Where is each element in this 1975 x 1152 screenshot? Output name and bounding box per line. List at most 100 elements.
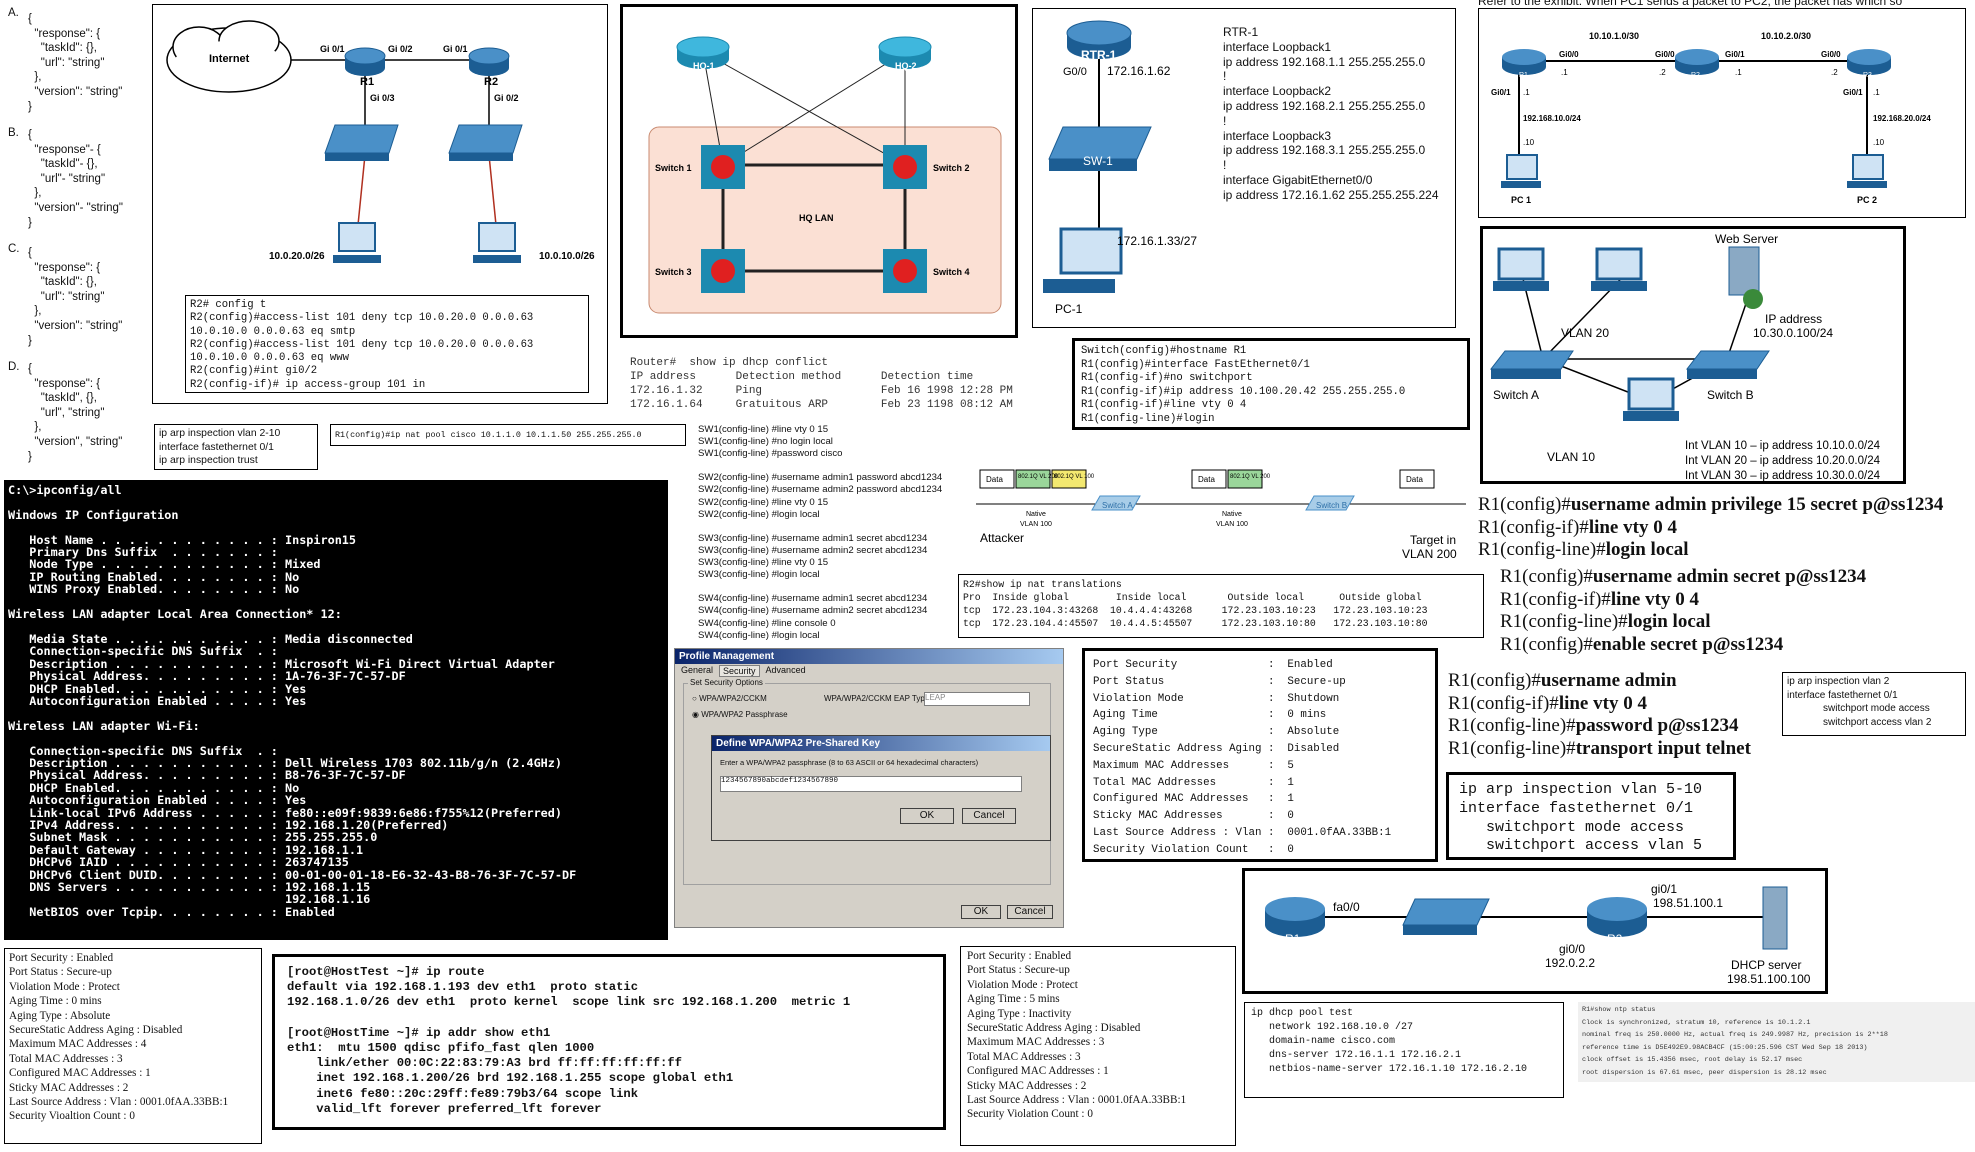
text-line: R1#show ntp status	[1582, 1006, 1656, 1014]
text-line: valid_lft forever preferred_lft forever	[287, 1101, 602, 1116]
svg-text:fa0/0: fa0/0	[1333, 900, 1360, 914]
acl-topology: Internet R1 R2 Gi 0/1 Gi 0/2 Gi 0/1 Gi 0…	[166, 20, 595, 263]
text-line: nominal freq is 250.0000 Hz, actual freq…	[1582, 1031, 1888, 1040]
text-line: },	[28, 305, 42, 318]
text-line: {	[28, 363, 32, 375]
text-line: Port Security : Enabled	[1093, 659, 1333, 671]
text-line	[698, 460, 942, 472]
svg-text:Data: Data	[1198, 475, 1215, 484]
text-line: ip dhcp pool test	[1251, 1008, 1354, 1019]
router-icon	[1265, 897, 1325, 937]
three-router-diagram: R1 R2 R3 10.10.1.0/30 10.10.2.0/30 Gi0/0…	[1491, 31, 1931, 205]
text-line: Total MAC Addresses : 3	[9, 1052, 123, 1065]
pc-icon	[1493, 247, 1549, 291]
text-line: R2(config)#access-list 101 deny tcp 10.0…	[190, 338, 534, 351]
profile-management-dialog: Profile Management General Security Adva…	[674, 648, 1064, 928]
hq-lan-diagram: HQ-1 HQ-2 Switch 1 Switch 2 Switch 3 Swi…	[648, 36, 1002, 314]
option-c-json: { "response": { "taskId": {}, "url": "st…	[28, 246, 122, 348]
radio-passphrase[interactable]: ◉ WPA/WPA2 Passphrase	[692, 710, 788, 719]
option-a-json: { "response": { "taskId": {}, "url": "st…	[28, 12, 122, 114]
lan2-label: 192.168.20.0/24	[1873, 114, 1931, 123]
text-line: interface Loopback2	[1223, 84, 1332, 99]
svg-text:gi0/0: gi0/0	[1559, 942, 1585, 956]
text-line	[698, 581, 942, 593]
svg-text:Data: Data	[986, 475, 1003, 484]
tab-general[interactable]: General	[681, 665, 714, 675]
text-line: "url": "string"	[28, 290, 105, 303]
cancel-button[interactable]: Cancel	[962, 808, 1016, 824]
text-line: "url", "string"	[28, 406, 105, 419]
text-line: Connection-specific DNS Suffix . :	[8, 743, 278, 758]
ok-button[interactable]: OK	[900, 808, 954, 824]
net1-label: 10.10.1.0/30	[1589, 31, 1639, 41]
router-icon	[1587, 897, 1647, 937]
text-line: DHCPv6 Client DUID. . . . . . . . : 00-0…	[8, 867, 577, 882]
r2-label: R2	[484, 76, 498, 88]
text-line: default via 192.168.1.193 dev eth1 proto…	[287, 980, 639, 995]
svg-text:R2: R2	[1607, 932, 1623, 946]
text-line: "response": {	[28, 377, 101, 390]
text-line: netbios-name-server 172.16.1.10 172.16.2…	[1251, 1064, 1528, 1075]
text-line: R1(config)#username admin	[1448, 670, 1677, 691]
r1-label: R1	[360, 76, 374, 88]
internet-label: Internet	[209, 53, 250, 65]
text-line: Security Vioaltion Count : 0	[9, 1110, 135, 1123]
eap-select[interactable]: LEAP	[924, 692, 1030, 706]
text-line: Media State . . . . . . . . . . . : Medi…	[8, 631, 413, 646]
pc-ip-label: 172.16.1.33/27	[1117, 234, 1197, 248]
text-line: Switch(config)#hostname R1	[1081, 345, 1247, 357]
text-line: Autoconfiguration Enabled . . . . : Yes	[8, 693, 307, 708]
ok-button[interactable]: OK	[961, 905, 1001, 919]
svg-text:Gi0/0: Gi0/0	[1655, 50, 1675, 59]
cancel-button[interactable]: Cancel	[1007, 905, 1053, 919]
svg-text:.10: .10	[1873, 138, 1885, 147]
svg-text:Gi0/0: Gi0/0	[1821, 50, 1841, 59]
switch-icon	[1048, 126, 1152, 171]
text-line: "version": "string"	[28, 85, 123, 98]
switch-icon	[1489, 350, 1574, 379]
sw1-label: SW-1	[1083, 154, 1113, 168]
text-line	[8, 496, 668, 508]
text-line: Physical Address. . . . . . . . . : B8-7…	[8, 768, 406, 783]
text-line: Maximum MAC Addresses : 3	[967, 1036, 1105, 1049]
text-line	[287, 1011, 931, 1026]
text-line: Violation Mode : Protect	[967, 978, 1078, 991]
switch-a-label: Switch A	[1493, 388, 1539, 402]
passphrase-input[interactable]: 1234567890abcdef1234567890	[720, 776, 1022, 792]
svg-text:Int VLAN 10 – ip address 10.10: Int VLAN 10 – ip address 10.10.0.0/24	[1685, 440, 1881, 452]
text-line: R1(config)#interface FastEthernet0/1	[1081, 358, 1310, 371]
router-icon	[1502, 49, 1546, 75]
text-line: },	[28, 71, 42, 84]
text-line: R1(config-if)#line vty 0 4	[1500, 588, 1699, 610]
text-line: 172.16.1.32 Ping Feb 16 1998 12:28 PM	[630, 385, 1013, 397]
ssh-option-2: R1(config)#username admin secret p@ss123…	[1500, 566, 1866, 656]
text-line: R2(config-if)# ip access-group 101 in	[190, 378, 426, 391]
dhcp-relay-exhibit: R1 R2 fa0/0 gi0/1 198.51.100.1 gi0/0 192…	[1242, 868, 1828, 994]
text-line: SW1(config-line) #no login local	[698, 436, 833, 448]
if-label: Gi 0/1	[320, 44, 345, 54]
if-label: Gi 0/3	[370, 93, 395, 103]
svg-text:.1: .1	[1873, 88, 1880, 97]
server-icon	[1762, 886, 1788, 950]
text-line: Last Source Address : Vlan : 0001.0fAA.3…	[1093, 826, 1392, 839]
text-line: Aging Time : 0 mins	[9, 995, 102, 1008]
router-icon	[878, 36, 932, 69]
text-line: interface GigabitEthernet0/0	[1223, 172, 1373, 187]
text-line: R1(config-if)#ip address 10.100.20.42 25…	[1081, 385, 1406, 398]
text-line: RTR-1	[1223, 25, 1259, 39]
pc-icon	[1043, 227, 1123, 293]
text-line: Aging Time : 0 mins	[1093, 709, 1327, 722]
tab-advanced[interactable]: Advanced	[765, 665, 806, 675]
text-line: R1(config)#enable secret p@ss1234	[1500, 633, 1784, 655]
text-line: R2(config)#int gi0/2	[190, 365, 318, 378]
rtr1-label: RTR-1	[1081, 48, 1117, 62]
svg-text:VLAN 200: VLAN 200	[1402, 547, 1457, 561]
radio-cckm[interactable]: ○ WPA/WPA2/CCKM	[692, 694, 767, 703]
tab-security[interactable]: Security	[719, 665, 760, 677]
